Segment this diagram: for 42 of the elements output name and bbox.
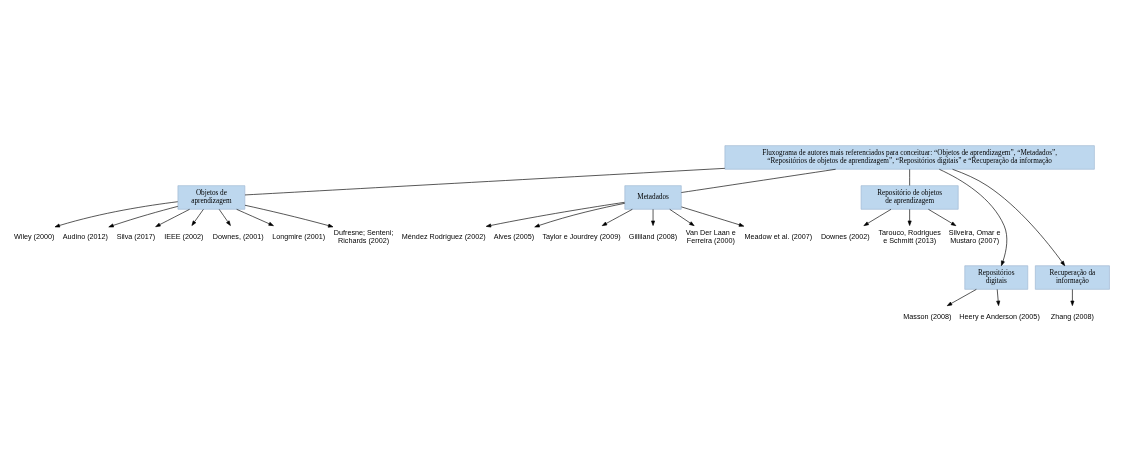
arrow — [54, 200, 179, 227]
arrow — [946, 288, 977, 306]
node-text: Masson (2008) — [903, 311, 952, 321]
node-text: Zhang (2008) — [1050, 311, 1095, 321]
arrow — [601, 208, 633, 226]
node-text: Meadow et al. (2007) — [744, 231, 813, 241]
arrow — [534, 202, 626, 227]
node-text: Silveira, Omar e Mustaro (2007) — [948, 227, 1001, 245]
arrow — [155, 208, 190, 227]
arrow — [928, 208, 957, 226]
arrow — [939, 168, 1008, 266]
arrow — [218, 208, 231, 226]
arrow — [952, 168, 1066, 266]
arrow — [108, 205, 179, 227]
arrow — [244, 204, 334, 227]
node-text: Tarouco, Rodrigues e Schmitt (2013) — [878, 227, 941, 245]
node-text: Longmire (2001) — [272, 231, 326, 241]
arrow — [485, 201, 625, 227]
node-text: Downes (2002) — [820, 231, 870, 241]
node-text: Audino (2012) — [62, 231, 109, 241]
arrow — [236, 208, 274, 226]
node-text: Van Der Laan e Ferreira (2000) — [685, 227, 736, 245]
arrow — [996, 288, 1001, 306]
arrow — [191, 208, 204, 226]
node-text: Downes, (2001) — [212, 231, 264, 241]
arrow — [1070, 288, 1075, 306]
node-text: IEEE (2002) — [164, 231, 204, 241]
arrow — [669, 208, 695, 226]
node-text: Wiley (2000) — [13, 231, 55, 241]
arrow — [681, 206, 745, 227]
node-text: Méndez Rodríguez (2002) — [401, 231, 486, 241]
node-text: Heery e Anderson (2005) — [959, 311, 1040, 321]
node-text: Dufresne; Senteni; Richards (2002) — [333, 227, 394, 245]
node-text: Gilliland (2008) — [628, 231, 678, 241]
arrow — [651, 208, 655, 226]
connector — [244, 167, 726, 195]
node-text: Alves (2005) — [493, 231, 535, 241]
node-text: Taylor e Jourdrey (2009) — [542, 231, 621, 241]
node-text: Silva (2017) — [116, 231, 156, 241]
arrow — [863, 208, 892, 226]
arrow — [907, 208, 912, 226]
connector — [681, 168, 836, 193]
